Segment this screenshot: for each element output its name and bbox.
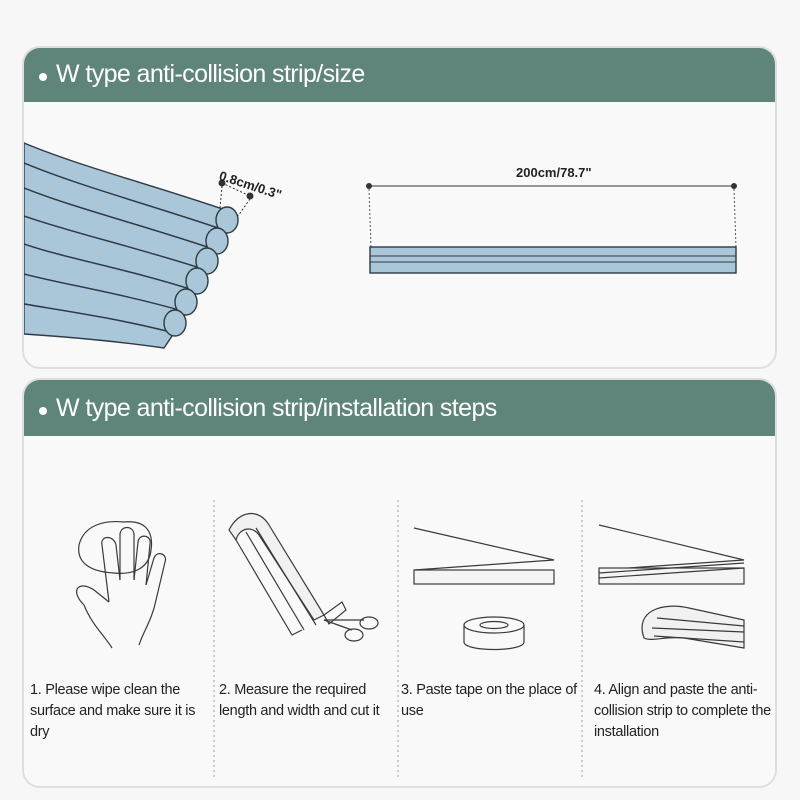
straight-strip-image [366,183,737,274]
steps-banner: W type anti-collision strip/installation… [24,380,775,436]
size-title: W type anti-collision strip/size [56,60,365,88]
hand-wipe-icon [76,520,167,649]
step-1-text: 1. Please wipe clean the surface and mak… [30,682,196,740]
length-label: 200cm/78.7" [516,165,592,180]
steps-panel: W type anti-collision strip/installation… [22,378,777,788]
size-banner: W type anti-collision strip/size [24,48,775,102]
size-illustration [24,142,737,349]
bullet-icon [39,73,47,81]
step-3-text: 3. Paste tape on the place of use [401,682,577,719]
step-4-text: 4. Align and paste the anti-collision st… [594,682,771,740]
tape-roll-icon [413,527,555,651]
steps-illustration [76,500,745,780]
scissors-cut-icon [228,513,379,642]
curved-strip-image [24,142,239,349]
bullet-icon [39,407,47,415]
steps-title: W type anti-collision strip/installation… [56,394,497,422]
strip-coil-icon [598,524,745,649]
thickness-dimension [218,179,254,217]
step-2-text: 2. Measure the required length and width… [219,682,380,719]
step-dividers [213,500,583,780]
size-panel: W type anti-collision strip/size [22,46,777,369]
